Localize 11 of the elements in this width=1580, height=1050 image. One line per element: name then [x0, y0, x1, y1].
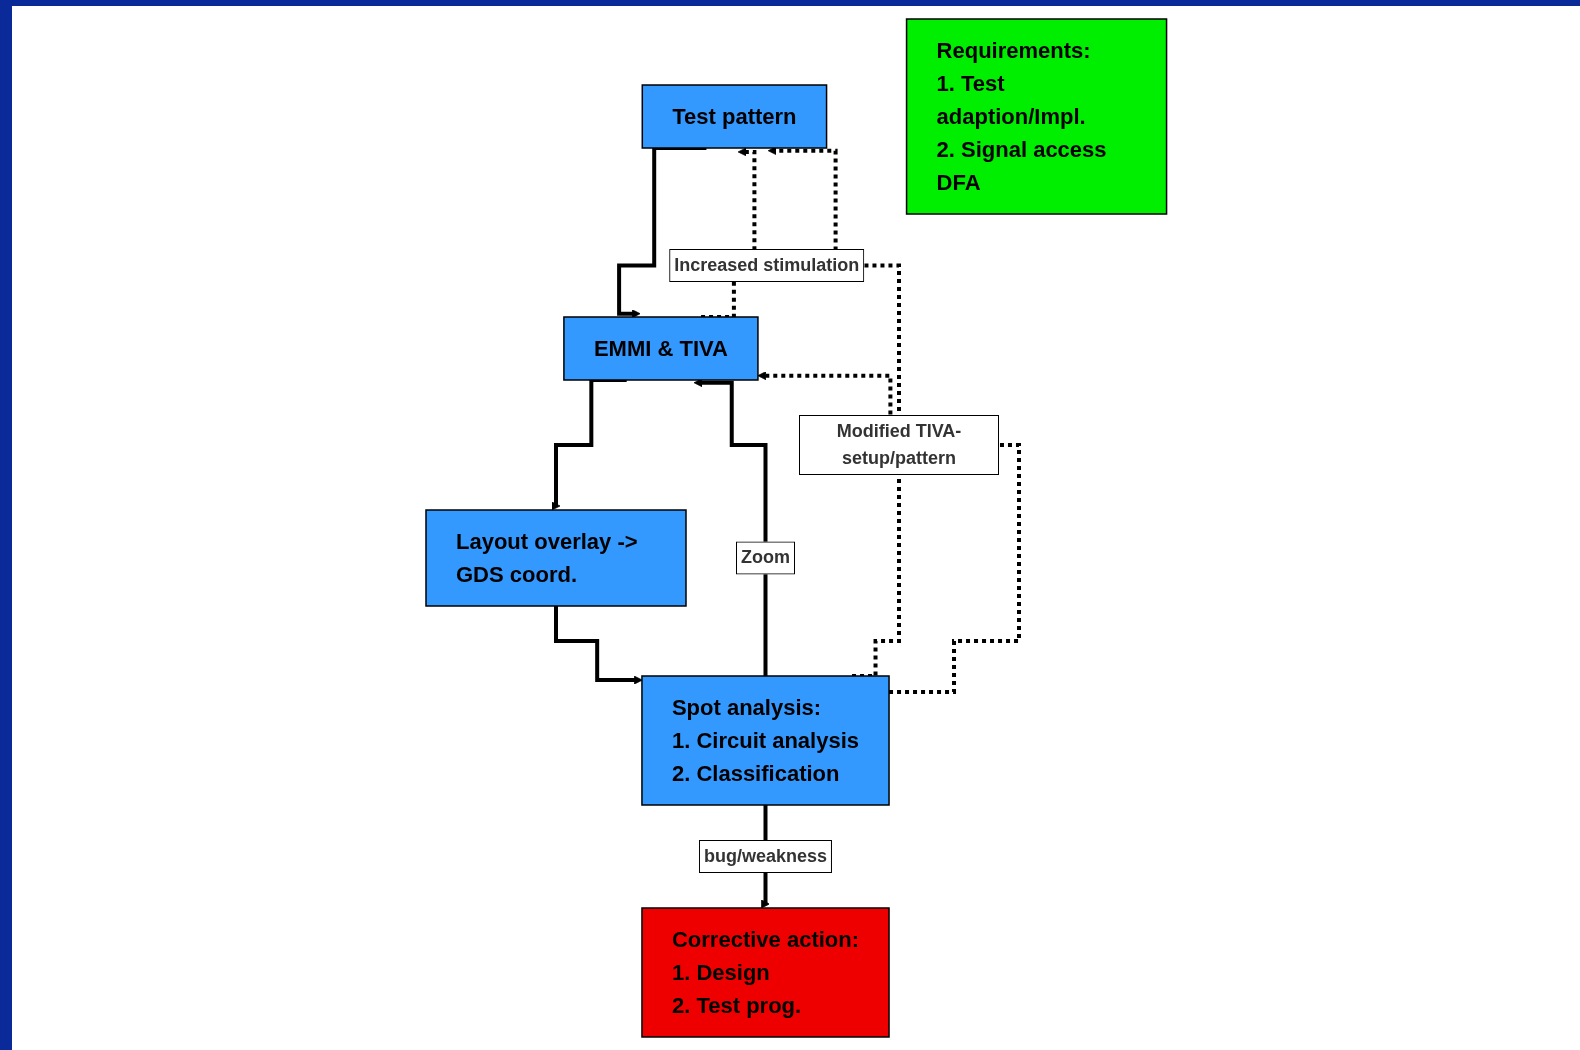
arrow [767, 146, 901, 678]
edge-label: Increased stimulation [673, 255, 859, 275]
node-box: Test pattern [641, 84, 828, 149]
node-box: Spot analysis: 1. Circuit analysis 2. Classification [640, 675, 890, 806]
node-box: Layout overlay -> GDS coord. [424, 509, 687, 607]
edge-label: bug/weakness [703, 846, 827, 866]
edge-label: Zoom [740, 547, 790, 568]
node-box: Requirements: 1. Test adaption/Impl. 2. Signal access DFA [905, 18, 1168, 215]
node-box: Corrective action: 1. Design 2. Test prog. [640, 907, 890, 1038]
node-box: EMMI & TIVA [562, 316, 759, 381]
edge-label: Modified TIVA-setup/pattern [836, 421, 962, 468]
